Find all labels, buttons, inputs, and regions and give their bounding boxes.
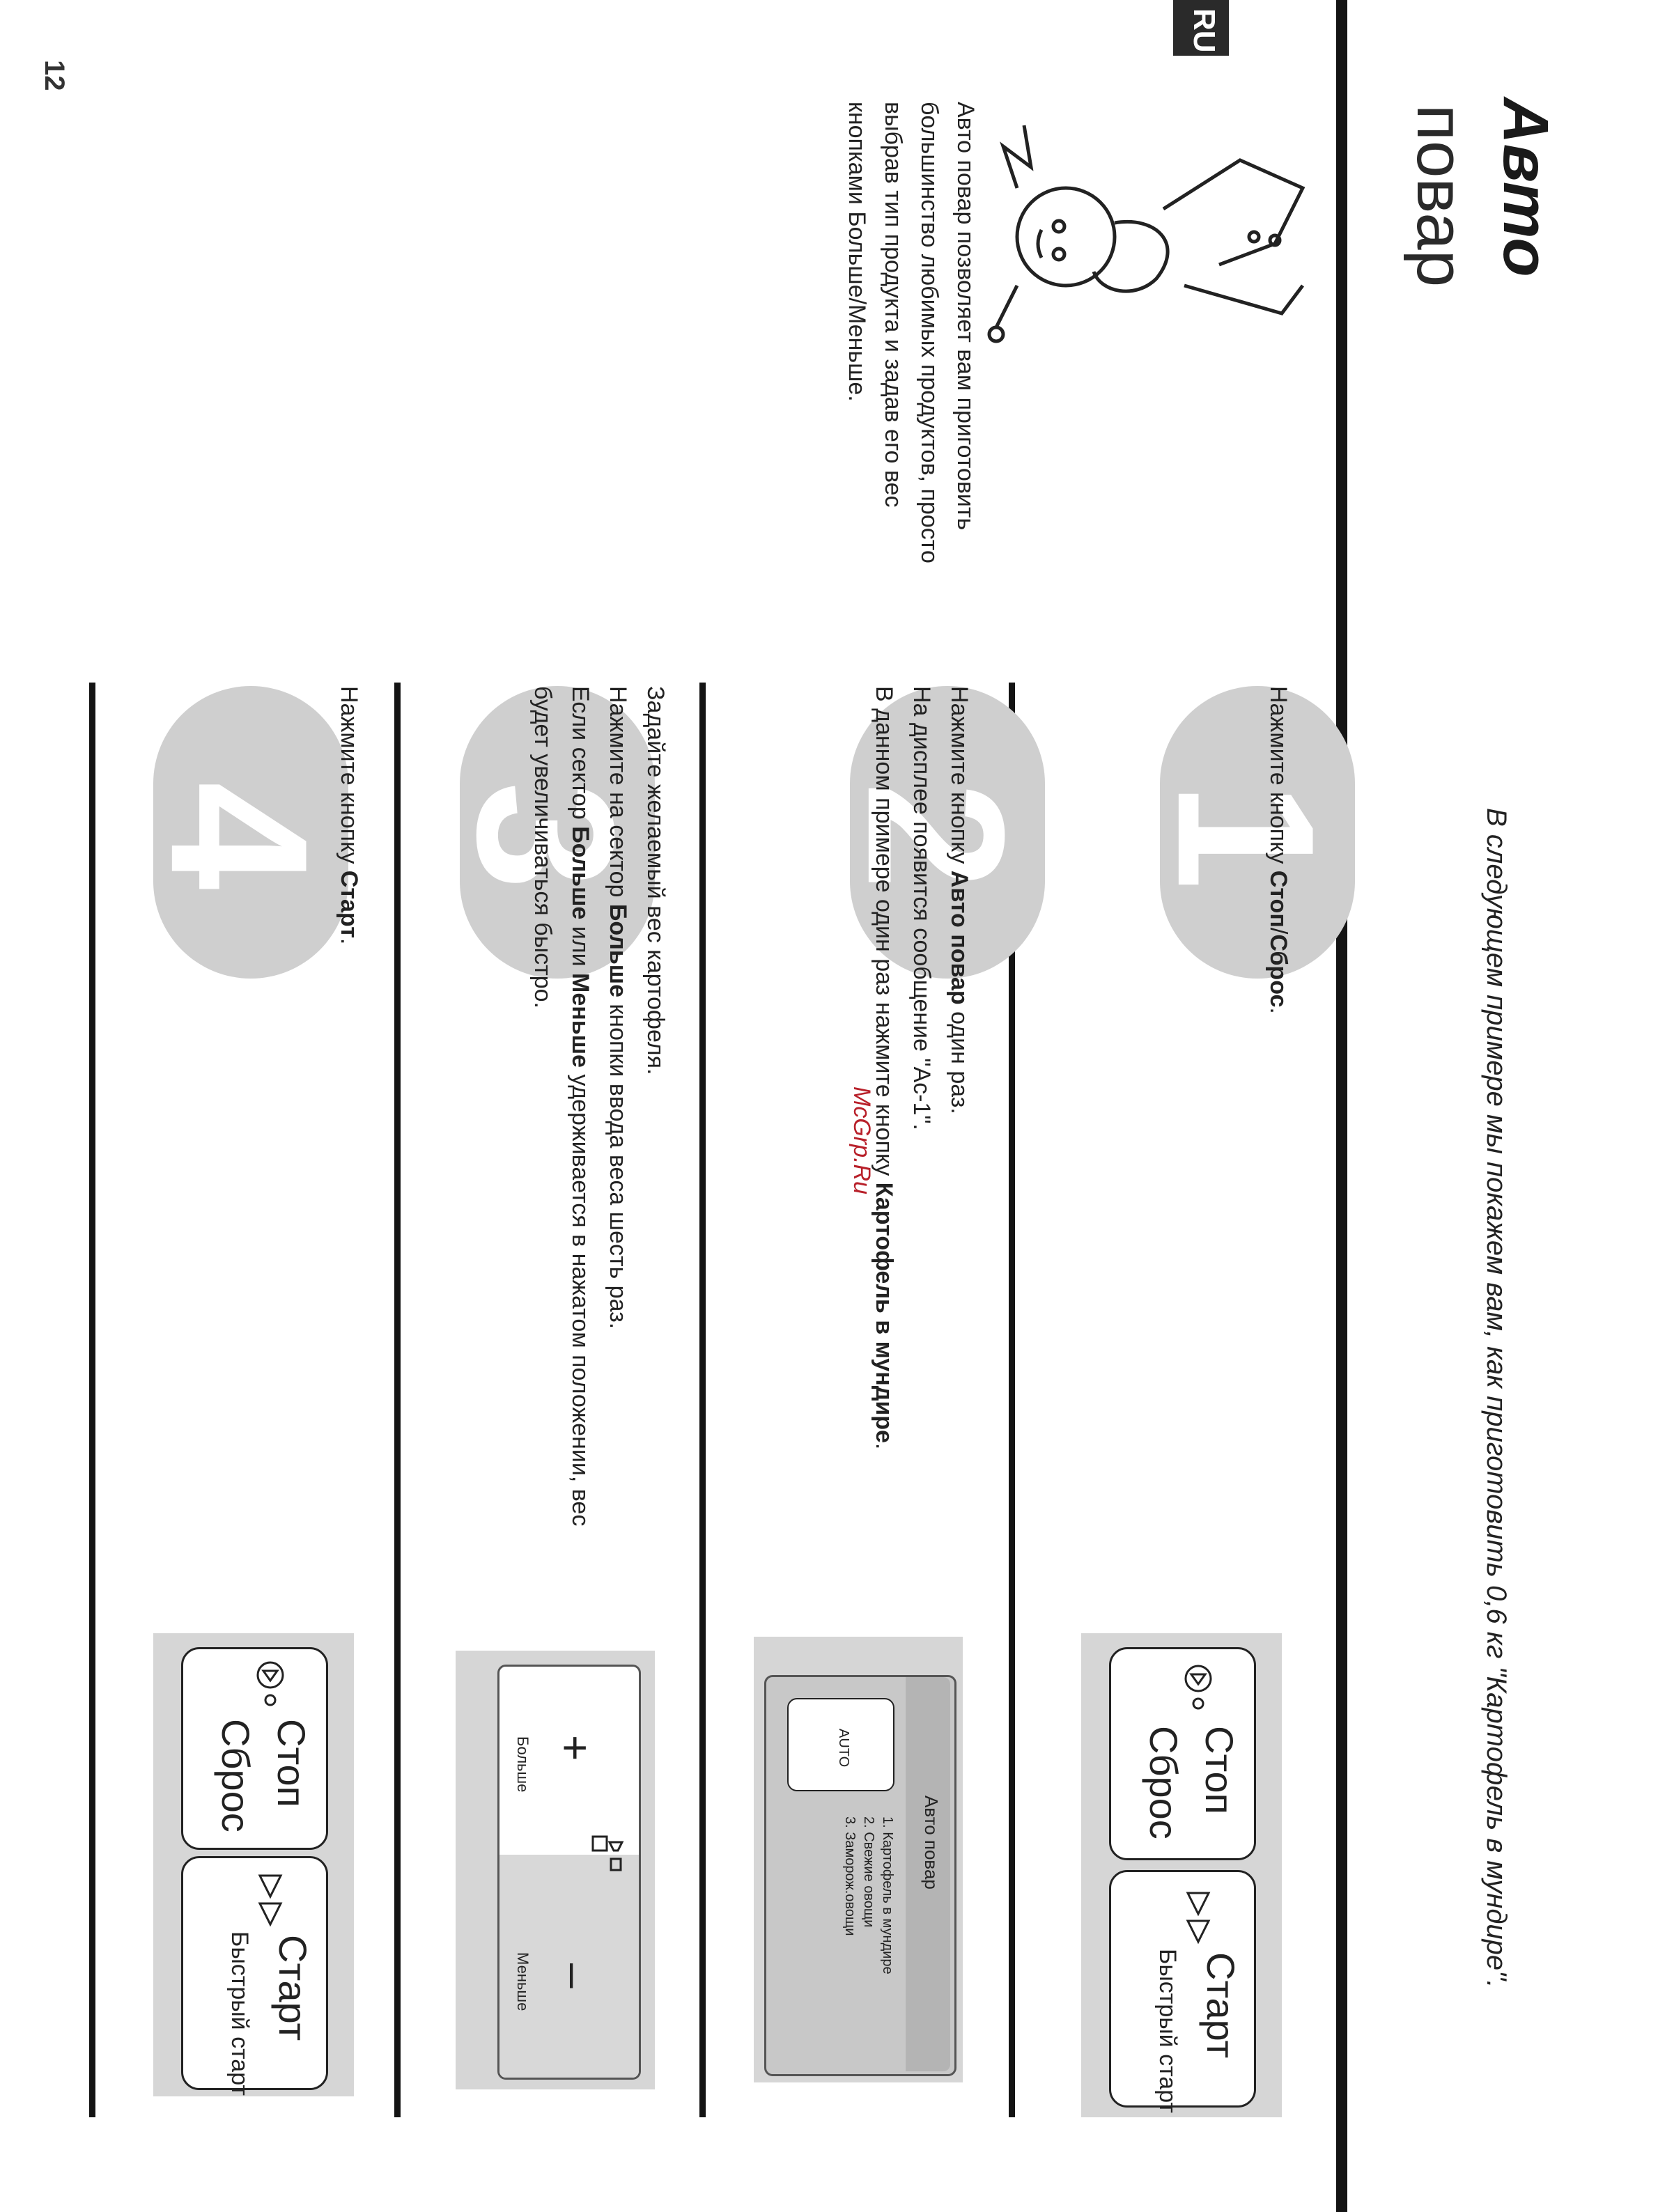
step-2-badge — [850, 686, 1045, 979]
page-edge-bar — [1336, 0, 1347, 2212]
start-button-step4[interactable]: Старт Быстрый старт — [181, 1856, 328, 2096]
stop-button-step4[interactable]: Стоп Сброс — [181, 1647, 328, 1850]
less-symbol[interactable]: – — [550, 1963, 601, 1988]
language-tag-label: RU — [1187, 8, 1221, 53]
stop-button[interactable]: Стоп Сброс — [1109, 1647, 1256, 1860]
step-divider-4 — [89, 683, 95, 2117]
auto-item-2: 2. Свежие овощи — [861, 1816, 876, 1928]
step-4-text: Нажмите кнопку Старт. — [336, 686, 362, 945]
more-symbol[interactable]: + — [550, 1735, 601, 1761]
auto-cook-display: Авто повар AUTO 1. Картофель в мундире 2… — [764, 1675, 956, 2076]
step-3-badge — [460, 686, 655, 979]
stop-icon — [256, 1661, 284, 1706]
step-1-text: Нажмите кнопку Стоп/Сброс. — [1265, 686, 1292, 1014]
step-4-badge — [153, 686, 348, 979]
auto-item-1: 1. Картофель в мундире — [880, 1816, 895, 1975]
quick-start-label: Быстрый старт — [226, 1931, 253, 2096]
step-3-text: Задайте желаемый вес картофеля. Нажмите … — [529, 686, 669, 1527]
step-4-number: 4 — [130, 781, 348, 890]
less-label[interactable]: Меньше — [514, 1952, 532, 2011]
start-button-label: Старт — [271, 1935, 315, 2041]
quick-start-label: Быстрый старт — [1154, 1949, 1181, 2113]
start-button[interactable]: Старт Быстрый старт — [1109, 1870, 1256, 2113]
page-subtitle: В следующем примере мы покажем вам, как … — [1481, 808, 1512, 1988]
panel-step-2: Авто повар AUTO 1. Картофель в мундире 2… — [754, 1637, 963, 2082]
panel-step-3: + Больше – Меньше — [456, 1651, 655, 2089]
stop-button-label: Стоп — [270, 1719, 313, 1807]
chef-illustration — [987, 125, 1306, 343]
stop-button-label: Стоп — [1198, 1726, 1241, 1814]
auto-cook-title: Авто повар — [921, 1796, 942, 1890]
stop-icon — [1184, 1665, 1212, 1710]
auto-cook-button[interactable]: AUTO — [787, 1698, 894, 1791]
page-number: 12 — [39, 60, 70, 91]
more-label[interactable]: Больше — [514, 1736, 532, 1793]
page-title-line-2: повар — [1403, 104, 1478, 288]
intro-text: Авто повар позволяет вам приготовить бол… — [844, 102, 979, 563]
step-divider-2 — [699, 683, 706, 2117]
weight-buttons: + Больше – Меньше — [497, 1665, 641, 2080]
step-1-badge — [1160, 686, 1355, 979]
auto-item-3: 3. Заморож.овощи — [842, 1816, 858, 1936]
step-2-text: Нажмите кнопку Авто повар один раз. На д… — [871, 686, 973, 1450]
page-title-line-1: Авто — [1490, 98, 1561, 277]
step-divider-1 — [1009, 683, 1015, 2117]
panel-step-1: Стоп Сброс Старт Быстрый старт — [1081, 1633, 1282, 2117]
weight-icon — [591, 1835, 624, 1871]
language-tag — [1173, 0, 1229, 56]
step-1-number: 1 — [1136, 781, 1354, 890]
panel-step-4: Стоп Сброс Старт Быстрый старт — [153, 1633, 354, 2096]
start-icon — [258, 1874, 283, 1927]
auto-icon: AUTO — [836, 1729, 851, 1768]
step-divider-3 — [394, 683, 401, 2117]
reset-button-label: Сброс — [214, 1719, 258, 1832]
start-icon — [1186, 1892, 1211, 1945]
start-button-label: Старт — [1199, 1952, 1243, 2059]
reset-button-label: Сброс — [1142, 1726, 1186, 1839]
